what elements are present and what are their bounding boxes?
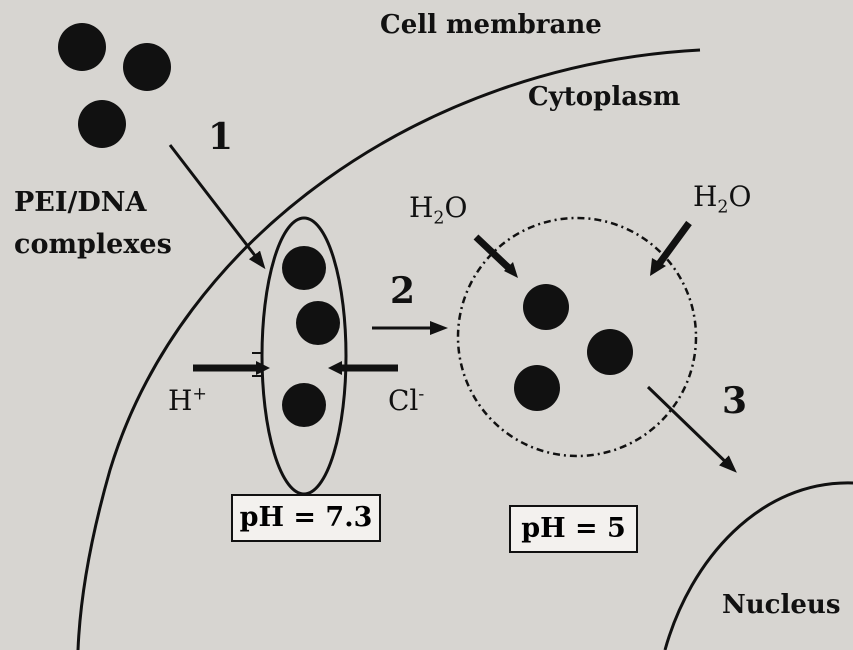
endosome-ph-box: pH = 7.3 — [231, 494, 381, 542]
water-label-right: H2O — [693, 180, 752, 218]
lysosome-particle — [514, 365, 560, 411]
nucleus-label: Nucleus — [722, 590, 841, 620]
water-arrow-left — [473, 234, 515, 274]
water-label-left: H2O — [409, 191, 468, 229]
complexes-label-line1: PEI/DNA — [14, 187, 147, 218]
lysosome-ph-box: pH = 5 — [509, 505, 638, 553]
complex-particle — [123, 43, 171, 91]
proton-label: H+ — [168, 384, 207, 417]
complex-particle — [78, 100, 126, 148]
cell-membrane-outline — [76, 48, 701, 650]
cytoplasm-label: Cytoplasm — [528, 82, 681, 112]
step-2-label: 2 — [390, 270, 416, 312]
nucleus-outline — [663, 481, 853, 650]
cell-membrane-label: Cell membrane — [380, 10, 602, 40]
complex-particle — [58, 23, 106, 71]
endosome-particle — [282, 246, 326, 290]
endosome-particle — [296, 301, 340, 345]
lysosome-membrane — [456, 216, 698, 458]
step-1-label: 1 — [208, 116, 234, 158]
lysosome-particle — [523, 284, 569, 330]
lysosome-particle — [587, 329, 633, 375]
step-1-arrow — [168, 144, 266, 270]
complexes-label-line2: complexes — [14, 229, 172, 260]
chloride-label: Cl- — [388, 384, 425, 417]
step-3-label: 3 — [722, 380, 748, 422]
step-3-arrow — [646, 385, 737, 473]
endosome-particle — [282, 383, 326, 427]
water-arrow-right — [656, 220, 692, 267]
